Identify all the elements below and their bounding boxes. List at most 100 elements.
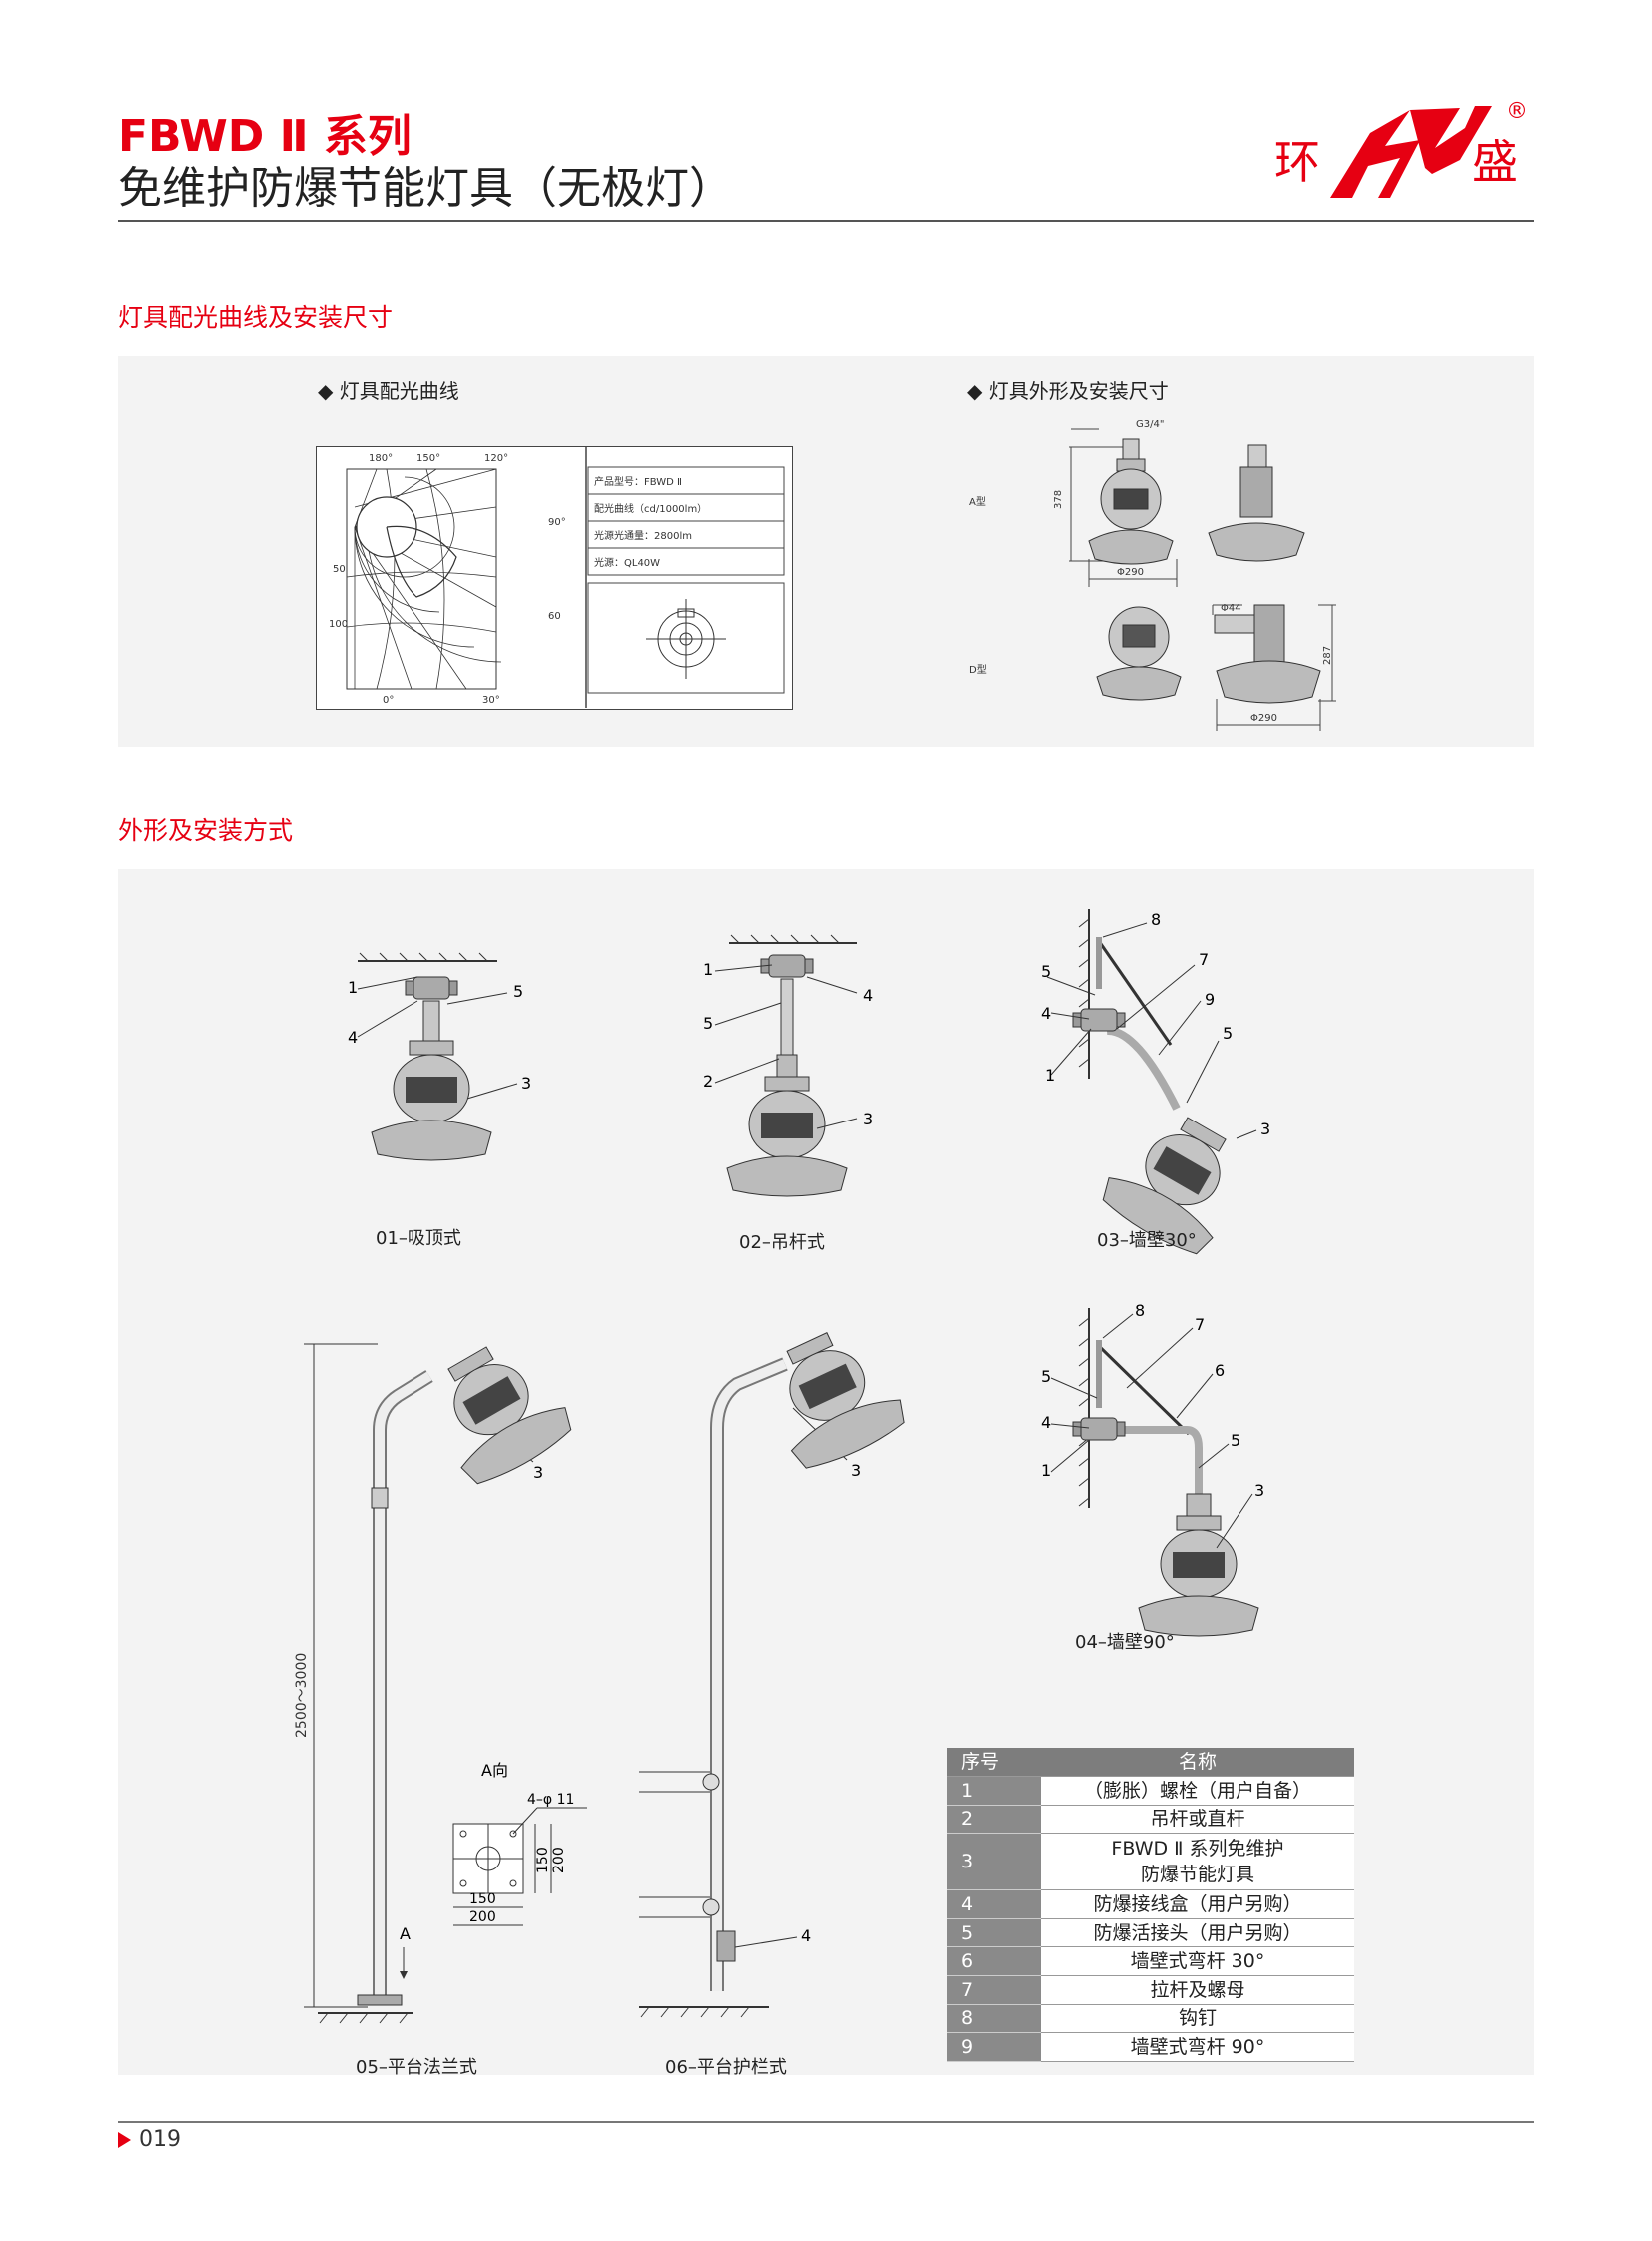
mount-ceiling: [358, 952, 497, 962]
registered-mark: ®: [1506, 99, 1528, 124]
callout: 5: [1231, 1431, 1240, 1450]
flange-dim: 150: [535, 1847, 551, 1873]
callout: 6: [1215, 1361, 1225, 1380]
spec-flux: 光源光通量：2800lm: [594, 529, 692, 542]
spec-source: 光源：QL40W: [594, 556, 660, 569]
callout: 8: [1135, 1301, 1145, 1320]
polar-right-label: 90°: [548, 517, 566, 528]
caption-04: 04–墙壁90°: [1075, 1632, 1175, 1653]
direction-label: A向: [481, 1761, 508, 1780]
pipe-dia-label: Φ44: [1221, 603, 1241, 614]
section-title-curve: 灯具配光曲线及安装尺寸: [118, 303, 394, 332]
flange-dim: 200: [551, 1847, 567, 1873]
callout: 2: [703, 1072, 713, 1091]
callout: 1: [703, 960, 713, 979]
row-name: 拉杆及螺母: [1041, 1975, 1354, 2005]
page-number-text: 019: [139, 2127, 181, 2152]
row-name: 墙壁式弯杆 90°: [1041, 2032, 1354, 2062]
callout: 1: [1041, 1461, 1051, 1480]
callout: 4: [348, 1028, 358, 1047]
polar-top-label: 120°: [484, 453, 508, 464]
callout: 4: [801, 1926, 811, 1945]
callout: 3: [533, 1463, 543, 1482]
callout: 3: [851, 1461, 861, 1480]
table-row: 1（膨胀）螺栓（用户自备）: [947, 1776, 1354, 1806]
callout: 3: [1254, 1481, 1264, 1500]
dims-heading: ◆ 灯具外形及安装尺寸: [967, 379, 1169, 403]
lamp-d-front: [1096, 606, 1182, 701]
caption-06: 06–平台护栏式: [665, 2057, 787, 2078]
pole-height-label: 2500～3000: [294, 1653, 310, 1738]
caption-01: 01–吸顶式: [376, 1228, 461, 1249]
type-d-label: D型: [969, 663, 987, 676]
polar-right-label: 60: [548, 611, 561, 622]
polar-left-label: 50: [333, 564, 346, 575]
callout: 3: [521, 1074, 531, 1093]
row-name: 墙壁式弯杆 30°: [1041, 1946, 1354, 1977]
holes-label: 4–φ 11: [527, 1792, 574, 1808]
section-title-install: 外形及安装方式: [118, 816, 294, 845]
height-d-label: 287: [1322, 646, 1333, 665]
thread-label: G3/4": [1136, 419, 1164, 430]
product-subtitle: 免维护防爆节能灯具（无极灯）: [118, 163, 733, 214]
row-no: 8: [947, 2004, 1041, 2034]
callout: 3: [863, 1110, 873, 1128]
callout: 1: [348, 978, 358, 997]
dia-d-label: Φ290: [1250, 713, 1277, 724]
lamp-d-side: [1214, 604, 1321, 704]
polar-chart-frame: 180° 150° 120° 90° 60 50 100 0° 30° 产品型号…: [316, 446, 793, 710]
type-a-label: A型: [969, 495, 986, 508]
polar-top-label: 150°: [416, 453, 440, 464]
callout: 4: [863, 986, 873, 1005]
polar-bottom-label: 0°: [383, 695, 394, 706]
callout: 5: [513, 982, 523, 1001]
row-no: 6: [947, 1946, 1041, 1977]
row-name: 防爆接线盒（用户另购）: [1041, 1889, 1354, 1919]
header-name: 名称: [1041, 1748, 1354, 1778]
header-divider: [118, 220, 1534, 222]
lamp-a-side: [1208, 444, 1305, 562]
row-name: FBWD Ⅱ 系列免维护防爆节能灯具: [1041, 1833, 1354, 1891]
flange-dim: 200: [469, 1909, 496, 1925]
brand-char-left: 环: [1274, 135, 1320, 189]
triangle-icon: [118, 2132, 131, 2148]
callout: 4: [1041, 1004, 1051, 1023]
row-no: 9: [947, 2032, 1041, 2062]
series-title: FBWD Ⅱ 系列: [118, 111, 412, 162]
brand-mark-icon: [1330, 106, 1492, 198]
callout: 7: [1195, 1315, 1205, 1334]
spec-curve: 配光曲线（cd/1000lm）: [594, 502, 707, 515]
flange-dim: 150: [469, 1891, 496, 1907]
install-drawings: 1 4 5 3 1 5 2 4 3 8 7 5 9 4 5 1 3: [294, 909, 1270, 2024]
row-name-line1: FBWD Ⅱ 系列免维护: [1111, 1838, 1284, 1861]
row-no: 2: [947, 1805, 1041, 1835]
callout: 7: [1199, 950, 1209, 969]
callout: 5: [1223, 1024, 1233, 1043]
table-header-row: 序号 名称: [947, 1748, 1354, 1778]
footer-divider: [118, 2121, 1534, 2123]
row-name: 防爆活接头（用户另购）: [1041, 1918, 1354, 1948]
polar-bottom-label: 30°: [482, 695, 500, 706]
row-no: 3: [947, 1833, 1041, 1891]
row-no: 5: [947, 1918, 1041, 1948]
row-no: 1: [947, 1776, 1041, 1806]
dia-a-label: Φ290: [1117, 567, 1144, 578]
callout: 9: [1205, 990, 1215, 1009]
polar-left-label: 100: [329, 619, 348, 630]
row-no: 4: [947, 1889, 1041, 1919]
brand-char-right: 盛: [1472, 135, 1518, 189]
row-name: （膨胀）螺栓（用户自备）: [1041, 1776, 1354, 1806]
lamp-a-front: [1088, 438, 1174, 565]
dimension-drawings: G3/4" 378 Φ290 A型 D型 Φ44 287 Φ290: [969, 419, 1336, 731]
caption-05: 05–平台法兰式: [356, 2057, 477, 2078]
brand-logo: 环 盛 ®: [1274, 99, 1528, 198]
row-no: 7: [947, 1975, 1041, 2005]
